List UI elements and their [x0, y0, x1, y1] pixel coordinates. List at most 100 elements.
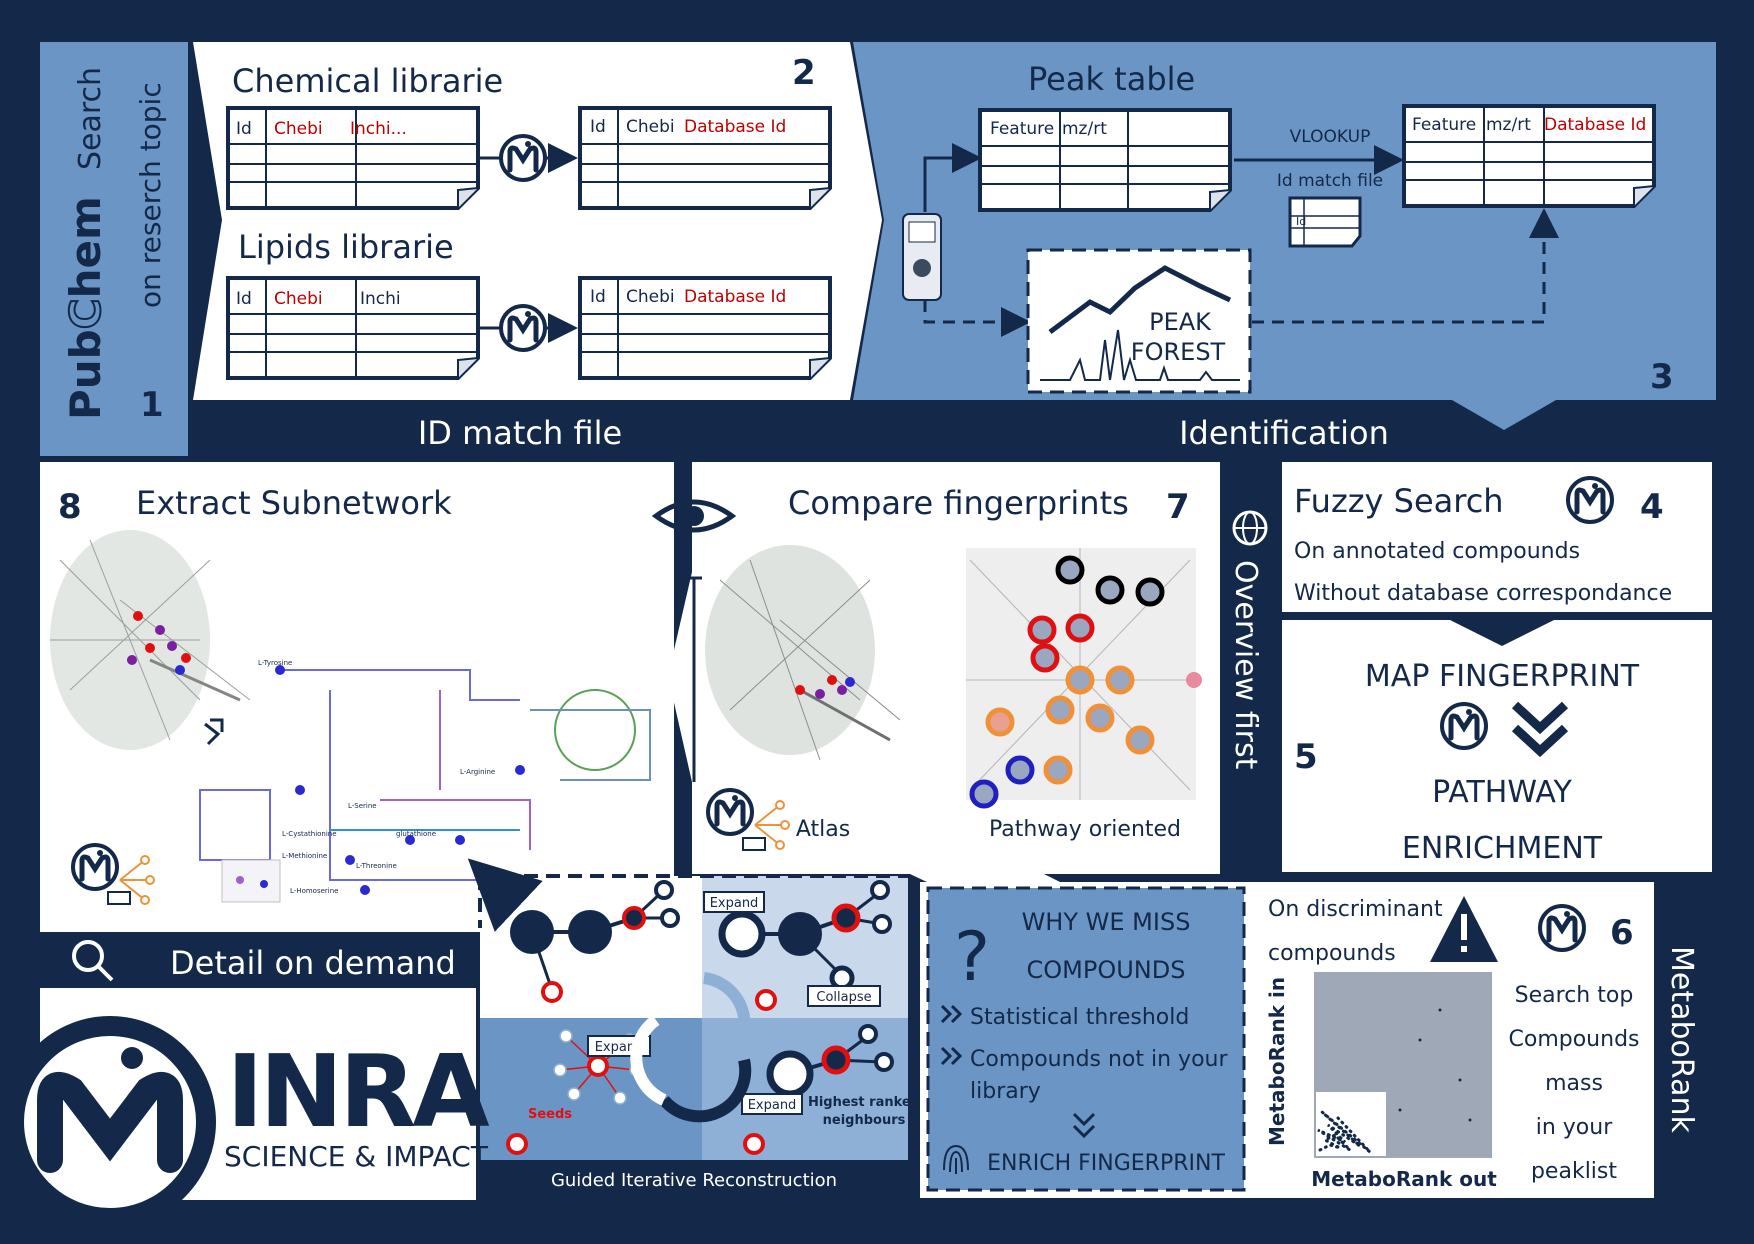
peak-forest-box: PEAK FOREST [1026, 248, 1252, 394]
peak-col-mzrt: mz/rt [1062, 119, 1107, 139]
pubchem-topic-label: on reserch topic [134, 82, 167, 308]
pathway-nodes [275, 665, 525, 895]
atlas-label: Atlas [796, 817, 850, 842]
fuzzy-line1: On annotated compounds [1294, 539, 1580, 564]
label-homoserine: L-Homoserine [290, 887, 338, 895]
warning-icon [1430, 896, 1498, 962]
chem-col-id: Id [236, 119, 252, 139]
step-6-number: 6 [1610, 913, 1634, 953]
step-3-number: 3 [1650, 357, 1674, 397]
id-match-file-label: ID match file [418, 414, 622, 452]
step-8-number: 8 [58, 487, 82, 527]
peak-forest-line1: PEAK [1149, 308, 1212, 336]
identified-table-doc: Feature mz/rt Database Id [1402, 104, 1656, 208]
search-line4: in your [1536, 1115, 1613, 1140]
peak-forest-line2: FOREST [1131, 338, 1226, 366]
out-col-dbid: Database Id [684, 287, 786, 307]
search-line2: Compounds [1509, 1027, 1640, 1052]
out-col-id: Id [590, 287, 606, 307]
discriminant-line1: On discriminant [1268, 897, 1443, 922]
metexplore-logo [501, 136, 545, 180]
globe-icon [1232, 510, 1268, 546]
fuzzy-line2: Without database correspondance [1294, 581, 1672, 606]
double-chevron-down-icon [1511, 701, 1569, 758]
pathway-oriented-network [966, 548, 1202, 809]
peak-col-feature: Feature [990, 119, 1054, 139]
guided-reconstruction-panel: Expand Collapse Expand Seeds Expand High… [467, 858, 920, 1160]
id-match-mini-doc: Id [1288, 196, 1362, 248]
chemical-library-title: Chemical librarie [232, 62, 503, 100]
metexplore-logo [73, 845, 117, 889]
why-title2: COMPOUNDS [1027, 956, 1186, 984]
peak-table-title: Peak table [1028, 60, 1195, 98]
network-small-icon [742, 800, 790, 851]
label-methionine: L-Methionine [282, 852, 327, 860]
step-1-number: 1 [140, 385, 164, 425]
magnifier-icon [72, 940, 114, 982]
map-fingerprint-panel: MAP FINGERPRINT 5 PATHWAY ENRICHMENT [1282, 620, 1712, 872]
res-col-dbid: Database Id [1544, 115, 1646, 135]
chem-col-inchi: Inchi... [350, 119, 407, 139]
lipids-output-table: Id Chebi Database Id [578, 276, 832, 380]
mini-chart [221, 859, 281, 903]
identification-panel: Peak table 3 Feature mz/rt VLOOKUP Id ma… [853, 42, 1716, 430]
step-5-number: 5 [1294, 737, 1318, 777]
metabolic-network-cloud [50, 530, 251, 750]
metexplore-logo [1540, 906, 1584, 950]
peak-table-doc: Feature mz/rt [978, 108, 1232, 212]
label-cystathionine: L-Cystathionine [282, 830, 337, 838]
metexplore-logo [1568, 478, 1612, 522]
highest-ranked-line1: Highest ranked [808, 1095, 920, 1110]
highest-ranked-line2: neighbours [823, 1113, 906, 1128]
chemical-output-table: Id Chebi Database Id [578, 106, 832, 210]
lipid-col-inchi: Inchi [360, 289, 401, 309]
eye-pupil [684, 506, 704, 526]
search-line3: mass [1545, 1071, 1603, 1096]
metaborank-scatter [1314, 972, 1492, 1158]
out-col-id: Id [590, 117, 606, 137]
label-threonine: L-Threonine [356, 862, 397, 870]
metexplore-logo [501, 306, 545, 350]
metaborank-side-label: MetaboRank [1664, 946, 1699, 1133]
step-2-number: 2 [792, 53, 816, 93]
inra-panel: INRA SCIENCE & IMPACT [4, 988, 493, 1228]
label-glutathione: glutathione [396, 830, 436, 838]
id-match-file-caption: Id match file [1277, 171, 1383, 191]
pathway-oriented-label: Pathway oriented [989, 817, 1181, 842]
pathway-map [199, 669, 651, 881]
atlas-network [705, 545, 901, 761]
expand-label: Expand [748, 1098, 797, 1113]
scatter-x-label: MetaboRank out [1311, 1167, 1497, 1191]
extract-subnetwork-panel: 8 Extract Subnetwork [40, 462, 674, 932]
metexplore-big-logo [4, 1016, 216, 1228]
search-line1: Search top [1515, 983, 1634, 1008]
seeds-label: Seeds [528, 1107, 572, 1122]
fingerprint-icon [943, 1144, 969, 1174]
why-we-miss-box: ? WHY WE MISS COMPOUNDS Statistical thre… [926, 886, 1246, 1192]
mini-id-label: Id [1296, 215, 1306, 228]
label-arginine: L-Arginine [460, 768, 495, 776]
pubchem-search-label: Search [73, 67, 108, 170]
out-col-chebi: Chebi [626, 287, 675, 307]
map-fingerprint-title: MAP FINGERPRINT [1365, 659, 1640, 694]
network-small-icon [107, 855, 155, 905]
compare-fingerprints-title: Compare fingerprints [788, 484, 1129, 522]
res-col-feature: Feature [1412, 115, 1476, 135]
identification-label: Identification [1179, 414, 1389, 452]
fuzzy-search-panel: Fuzzy Search 4 On annotated compounds Wi… [1282, 462, 1712, 612]
discriminant-line2: compounds [1268, 941, 1396, 966]
enrich-fingerprint-label: ENRICH FINGERPRINT [987, 1151, 1225, 1176]
inra-tagline: SCIENCE & IMPACT [224, 1140, 489, 1173]
guided-reconstruction-caption: Guided Iterative Reconstruction [551, 1170, 837, 1191]
compare-fingerprints-panel: Compare fingerprints 7 [651, 462, 1220, 900]
collapse-label: Collapse [816, 990, 871, 1005]
id-match-panel: 2 Chemical librarie Lipids librarie Id C… [193, 42, 882, 400]
enrichment-label: ENRICHMENT [1402, 831, 1603, 866]
lipids-library-title: Lipids librarie [238, 228, 454, 266]
label-serine: L-Serine [348, 802, 377, 810]
detail-on-demand-label: Detail on demand [170, 944, 456, 982]
chevron-right-icon [940, 1004, 963, 1024]
lipid-col-chebi: Chebi [274, 289, 323, 309]
why-item2a: Compounds not in your [970, 1047, 1228, 1072]
